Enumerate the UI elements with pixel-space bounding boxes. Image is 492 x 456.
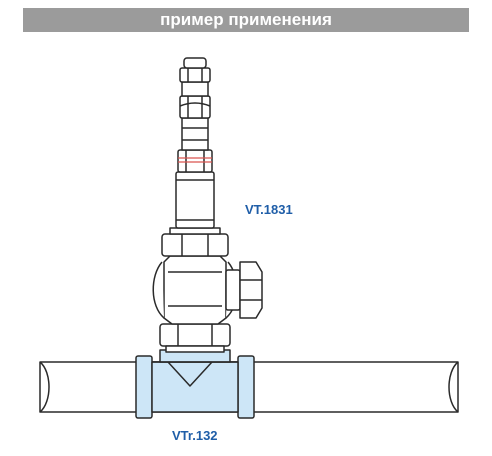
section-title: пример применения [160,10,332,29]
top-cap [179,57,211,97]
valve-body [152,255,238,325]
upper-hex [177,149,213,173]
side-outlet [225,261,263,319]
bonnet-nut [161,227,229,257]
valve-label: VT.1831 [245,202,293,217]
tee-fitting [135,349,255,419]
valve-cylinder [175,171,215,229]
spindle [179,95,211,151]
lower-nut [159,323,231,353]
tee-label: VTr.132 [172,428,218,443]
section-title-banner: пример применения [23,8,469,32]
